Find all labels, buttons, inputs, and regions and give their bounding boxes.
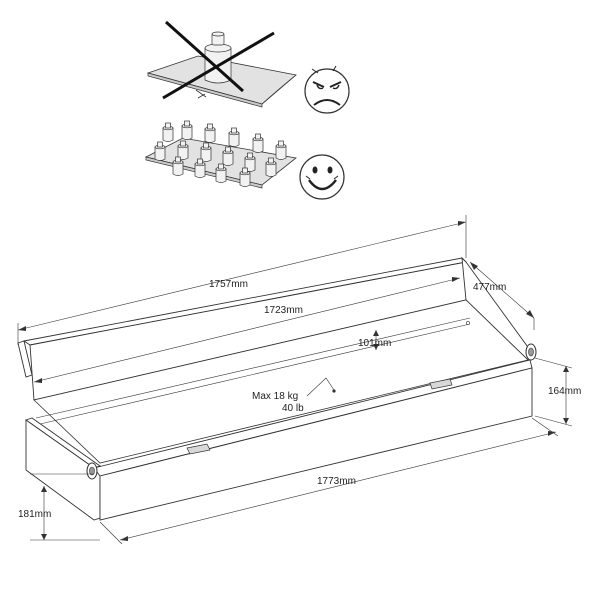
left-side-face [25,419,101,521]
small-weight-icon [244,152,256,172]
small-weight-icon [172,156,184,176]
max-load-lb-label: 40 lb [282,403,304,414]
max-load-label: Max 18 kg [252,391,298,402]
small-weight-icon [275,140,287,160]
small-weight-icon [200,142,212,162]
depth-label: 477mm [473,282,506,293]
small-weights-group [154,120,287,187]
small-weight-icon [162,122,174,142]
front-length-label: 1773mm [317,476,356,487]
dimension-labels: 1757mm 1723mm 477mm 101mm 164mm 1773mm 1… [18,279,581,520]
small-weight-icon [252,133,264,153]
small-weight-icon [239,167,251,187]
small-weight-icon [204,123,216,143]
inner-height-label: 101mm [358,338,391,349]
drawer-box [17,256,537,521]
small-weight-icon [222,146,234,166]
wheel-right-icon [525,343,537,361]
small-weight-icon [181,120,193,140]
drawer-bottom [33,299,529,464]
small-weight-icon [154,141,166,161]
side-height-label: 164mm [548,386,581,397]
panel-hole [466,321,470,325]
concentrated-load-pictogram [146,20,297,108]
cross-out-icon [164,20,245,93]
inner-board-edge [35,317,471,419]
dimension-lines [17,215,573,545]
small-weight-icon [228,127,240,147]
inner-length-label: 1723mm [264,305,303,316]
wheel-left-icon [86,462,98,480]
bracket-left [186,443,211,455]
front-height-label: 181mm [18,509,51,520]
small-weight-icon [265,157,277,177]
happy-face-icon [299,154,345,200]
bracket-right [429,378,453,390]
outer-length-label: 1757mm [209,279,248,290]
small-weight-icon [194,158,206,178]
small-weight-icon [215,163,227,183]
front-panel [99,367,533,521]
angry-face-icon [304,65,350,114]
distributed-load-pictogram [144,120,297,189]
